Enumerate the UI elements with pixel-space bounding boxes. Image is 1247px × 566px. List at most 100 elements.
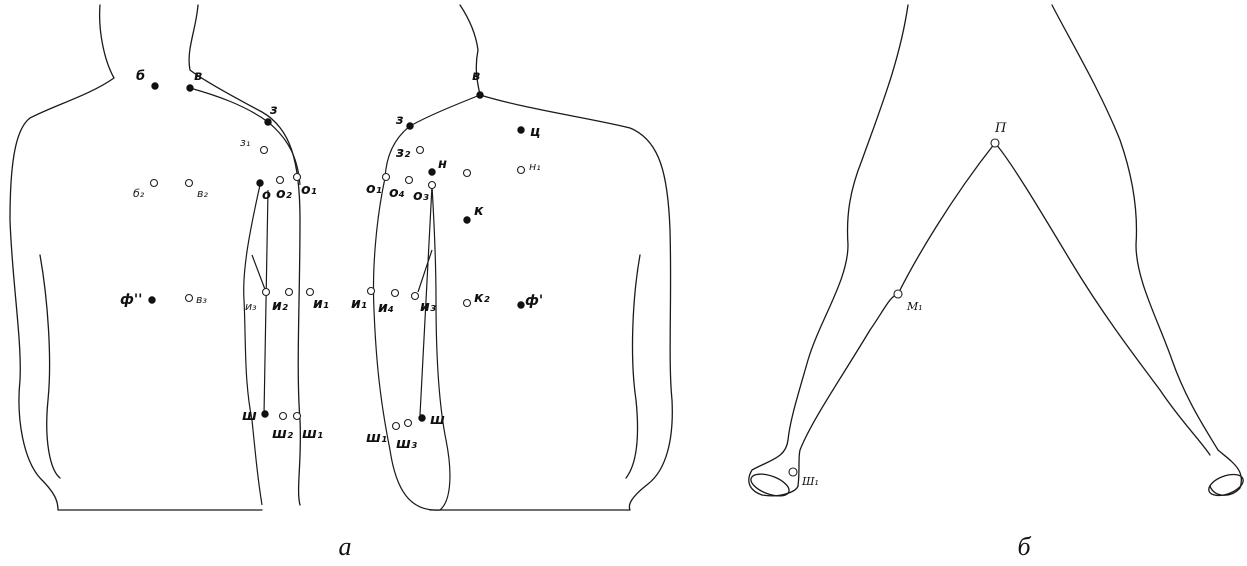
- legs-figure: [748, 5, 1246, 500]
- legs-inner-right: [995, 143, 1210, 455]
- label-i2: и₂: [272, 298, 289, 314]
- point-i3-right: [412, 293, 419, 300]
- point-o1-right: [383, 174, 390, 181]
- left-arm-inner: [40, 255, 60, 478]
- left-sleeve-panel: [244, 185, 268, 505]
- label-sh3: ш₃: [396, 436, 417, 452]
- label-ts: ц: [530, 124, 540, 140]
- point-o4: [406, 177, 413, 184]
- label-k: к: [474, 203, 484, 219]
- point-z1: [261, 147, 268, 154]
- point-o1: [294, 174, 301, 181]
- caption-a: а: [339, 532, 352, 561]
- label-sh1-legs: Ш₁: [801, 475, 819, 488]
- point-p: [991, 139, 999, 147]
- point-i3: [263, 289, 270, 296]
- label-n1: н₁: [529, 160, 541, 173]
- legs-inner-left: [798, 143, 995, 486]
- point-sh1: [294, 413, 301, 420]
- point-ts: [518, 127, 524, 133]
- label-o4: о₄: [389, 185, 405, 201]
- label-i4: и₄: [378, 300, 394, 316]
- left-torso-points: [149, 83, 314, 420]
- point-o: [257, 180, 263, 186]
- left-torso-labels: б в з з₁ б₂ в₂ о о₂ о₁ ф'' в₃ и₃ и₂ и₁ ш…: [120, 69, 329, 442]
- label-v-right: в: [472, 69, 480, 84]
- point-b: [152, 83, 158, 89]
- label-z1: з₁: [240, 136, 250, 149]
- label-o3: о₃: [413, 188, 429, 204]
- point-i1-right: [368, 288, 375, 295]
- label-sh1-right: ш₁: [366, 430, 387, 446]
- label-o1-right: о₁: [366, 181, 382, 197]
- label-sh1: ш₁: [302, 426, 323, 442]
- label-v: в: [194, 69, 202, 84]
- point-sh3: [405, 420, 412, 427]
- point-i1: [307, 289, 314, 296]
- point-i4: [392, 290, 399, 297]
- label-v2: в₂: [197, 187, 208, 200]
- label-z2: з₂: [395, 145, 411, 161]
- caption-b: б: [1017, 532, 1031, 561]
- point-f2: [149, 297, 155, 303]
- right-torso-figure: [373, 5, 672, 510]
- point-o3: [429, 182, 436, 189]
- legs-outer-left: [749, 5, 908, 496]
- label-i3: и₃: [245, 300, 257, 313]
- point-sh2: [280, 413, 287, 420]
- right-torso-labels: в з ц з₂ н н₁ о₁ о₄ о₃ к и₁ и₄ и₃ к₂ ф' …: [351, 69, 543, 452]
- point-o2: [277, 177, 284, 184]
- label-i3-right: и₃: [420, 299, 436, 315]
- label-m1: М₁: [906, 300, 923, 313]
- point-mid-open: [464, 170, 471, 177]
- point-z: [265, 119, 271, 125]
- label-o2: о₂: [276, 186, 293, 202]
- right-sleeve-panel: [373, 178, 449, 510]
- label-o: о: [262, 188, 271, 203]
- right-torso-outline: [430, 5, 672, 510]
- legs-outer-right: [1052, 5, 1241, 495]
- left-torso-figure: [10, 5, 300, 510]
- point-v3: [186, 295, 193, 302]
- label-f1: ф': [525, 293, 543, 309]
- label-n: н: [438, 157, 447, 172]
- label-p: П: [994, 121, 1007, 136]
- point-i2: [286, 289, 293, 296]
- right-torso-points: [368, 92, 525, 430]
- point-sh1-right: [393, 423, 400, 430]
- legs-labels: П М₁ Ш₁: [801, 121, 1007, 488]
- label-sh-right: ш: [430, 412, 445, 428]
- point-sh1-legs: [789, 468, 797, 476]
- right-arm-inner: [626, 255, 640, 478]
- point-sh: [262, 411, 268, 417]
- point-v: [187, 85, 193, 91]
- point-z-right: [407, 123, 413, 129]
- point-b2: [151, 180, 158, 187]
- point-v-right: [477, 92, 483, 98]
- label-i1-right: и₁: [351, 296, 367, 312]
- point-n: [429, 169, 435, 175]
- point-m1: [894, 290, 902, 298]
- point-n1: [518, 167, 525, 174]
- point-sh-right: [419, 415, 425, 421]
- label-sh: ш: [242, 408, 257, 424]
- right-shoulder-line: [385, 95, 480, 178]
- label-v3: в₃: [196, 293, 207, 306]
- point-f1: [518, 302, 524, 308]
- label-b: б: [136, 69, 145, 84]
- legs-points: [789, 139, 999, 476]
- label-k2: к₂: [474, 290, 491, 306]
- label-sh2: ш₂: [272, 426, 294, 442]
- point-k2: [464, 300, 471, 307]
- label-z: з: [269, 103, 278, 118]
- label-b2: б₂: [133, 187, 145, 200]
- left-torso-outline: [10, 5, 300, 510]
- point-k: [464, 217, 470, 223]
- label-z-right: з: [395, 113, 404, 128]
- label-o1: о₁: [301, 182, 317, 198]
- point-z2: [417, 147, 424, 154]
- label-i1: и₁: [313, 296, 329, 312]
- point-v2: [186, 180, 193, 187]
- label-f2: ф'': [120, 292, 142, 308]
